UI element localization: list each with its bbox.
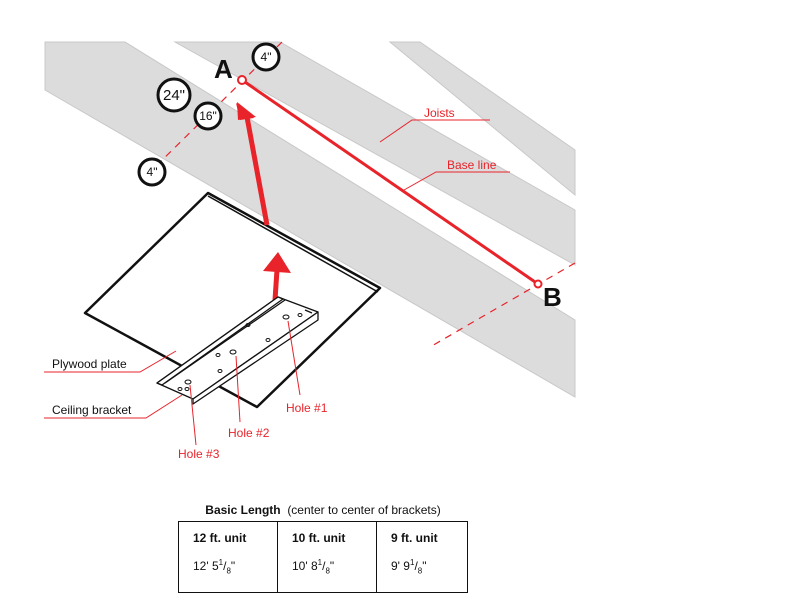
point-b-label: B <box>543 282 562 312</box>
svg-text:4": 4" <box>147 165 158 179</box>
point-b-marker <box>533 279 543 289</box>
bracket-holes <box>177 313 303 391</box>
joists <box>44 41 576 398</box>
svg-text:4": 4" <box>261 50 272 64</box>
hole-3-label: Hole #3 <box>178 447 220 461</box>
table-header-row: 12 ft. unit 10 ft. unit 9 ft. unit <box>178 521 468 554</box>
mounting-arrows <box>236 102 291 301</box>
table-value-row: 12' 51/8" 10' 81/8" 9' 91/8" <box>178 554 468 593</box>
joist-lower <box>44 41 576 398</box>
base-line-label: Base line <box>447 158 497 172</box>
col-10ft-value: 10' 81/8" <box>277 554 377 593</box>
svg-text:24": 24" <box>163 87 185 104</box>
table-title-note: (center to center of brackets) <box>287 503 441 517</box>
table-title: Basic Length (center to center of bracke… <box>178 503 468 517</box>
joist-middle <box>173 41 576 266</box>
spacing-marker-16: 16" <box>193 101 223 131</box>
hole-1-label: Hole #1 <box>286 401 328 415</box>
col-12ft-value: 12' 51/8" <box>178 554 278 593</box>
joists-label: Joists <box>424 106 455 120</box>
leader-lines <box>44 119 510 446</box>
spacing-marker-24: 24" <box>156 77 192 113</box>
basic-length-table-section: Basic Length (center to center of bracke… <box>178 503 468 593</box>
spacing-marker-bottom-4: 4" <box>137 157 167 187</box>
svg-text:16": 16" <box>199 109 217 123</box>
col-9ft-value: 9' 91/8" <box>376 554 468 593</box>
base-line <box>241 78 539 286</box>
arrow-head-lower <box>263 252 291 273</box>
table-title-bold: Basic Length <box>205 503 281 517</box>
point-a-label: A <box>214 54 233 84</box>
spacing-markers: 4" 24" 16" 4" <box>137 42 281 187</box>
hole-1-mark <box>282 314 290 320</box>
col-12ft-header: 12 ft. unit <box>178 521 278 554</box>
hole-2-label: Hole #2 <box>228 426 270 440</box>
col-9ft-header: 9 ft. unit <box>376 521 468 554</box>
dashed-line-b <box>429 262 576 348</box>
spacing-marker-top-4: 4" <box>251 42 281 72</box>
ceiling-bracket-label: Ceiling bracket <box>52 403 132 417</box>
ceiling-bracket <box>156 296 319 405</box>
col-10ft-header: 10 ft. unit <box>277 521 377 554</box>
basic-length-table: 12 ft. unit 10 ft. unit 9 ft. unit 12' 5… <box>178 521 468 593</box>
hole-2-mark <box>229 349 237 355</box>
plywood-plate-label: Plywood plate <box>52 357 127 371</box>
joist-upper <box>388 41 576 197</box>
hole-3-mark <box>184 379 192 385</box>
point-a-marker <box>237 75 247 85</box>
